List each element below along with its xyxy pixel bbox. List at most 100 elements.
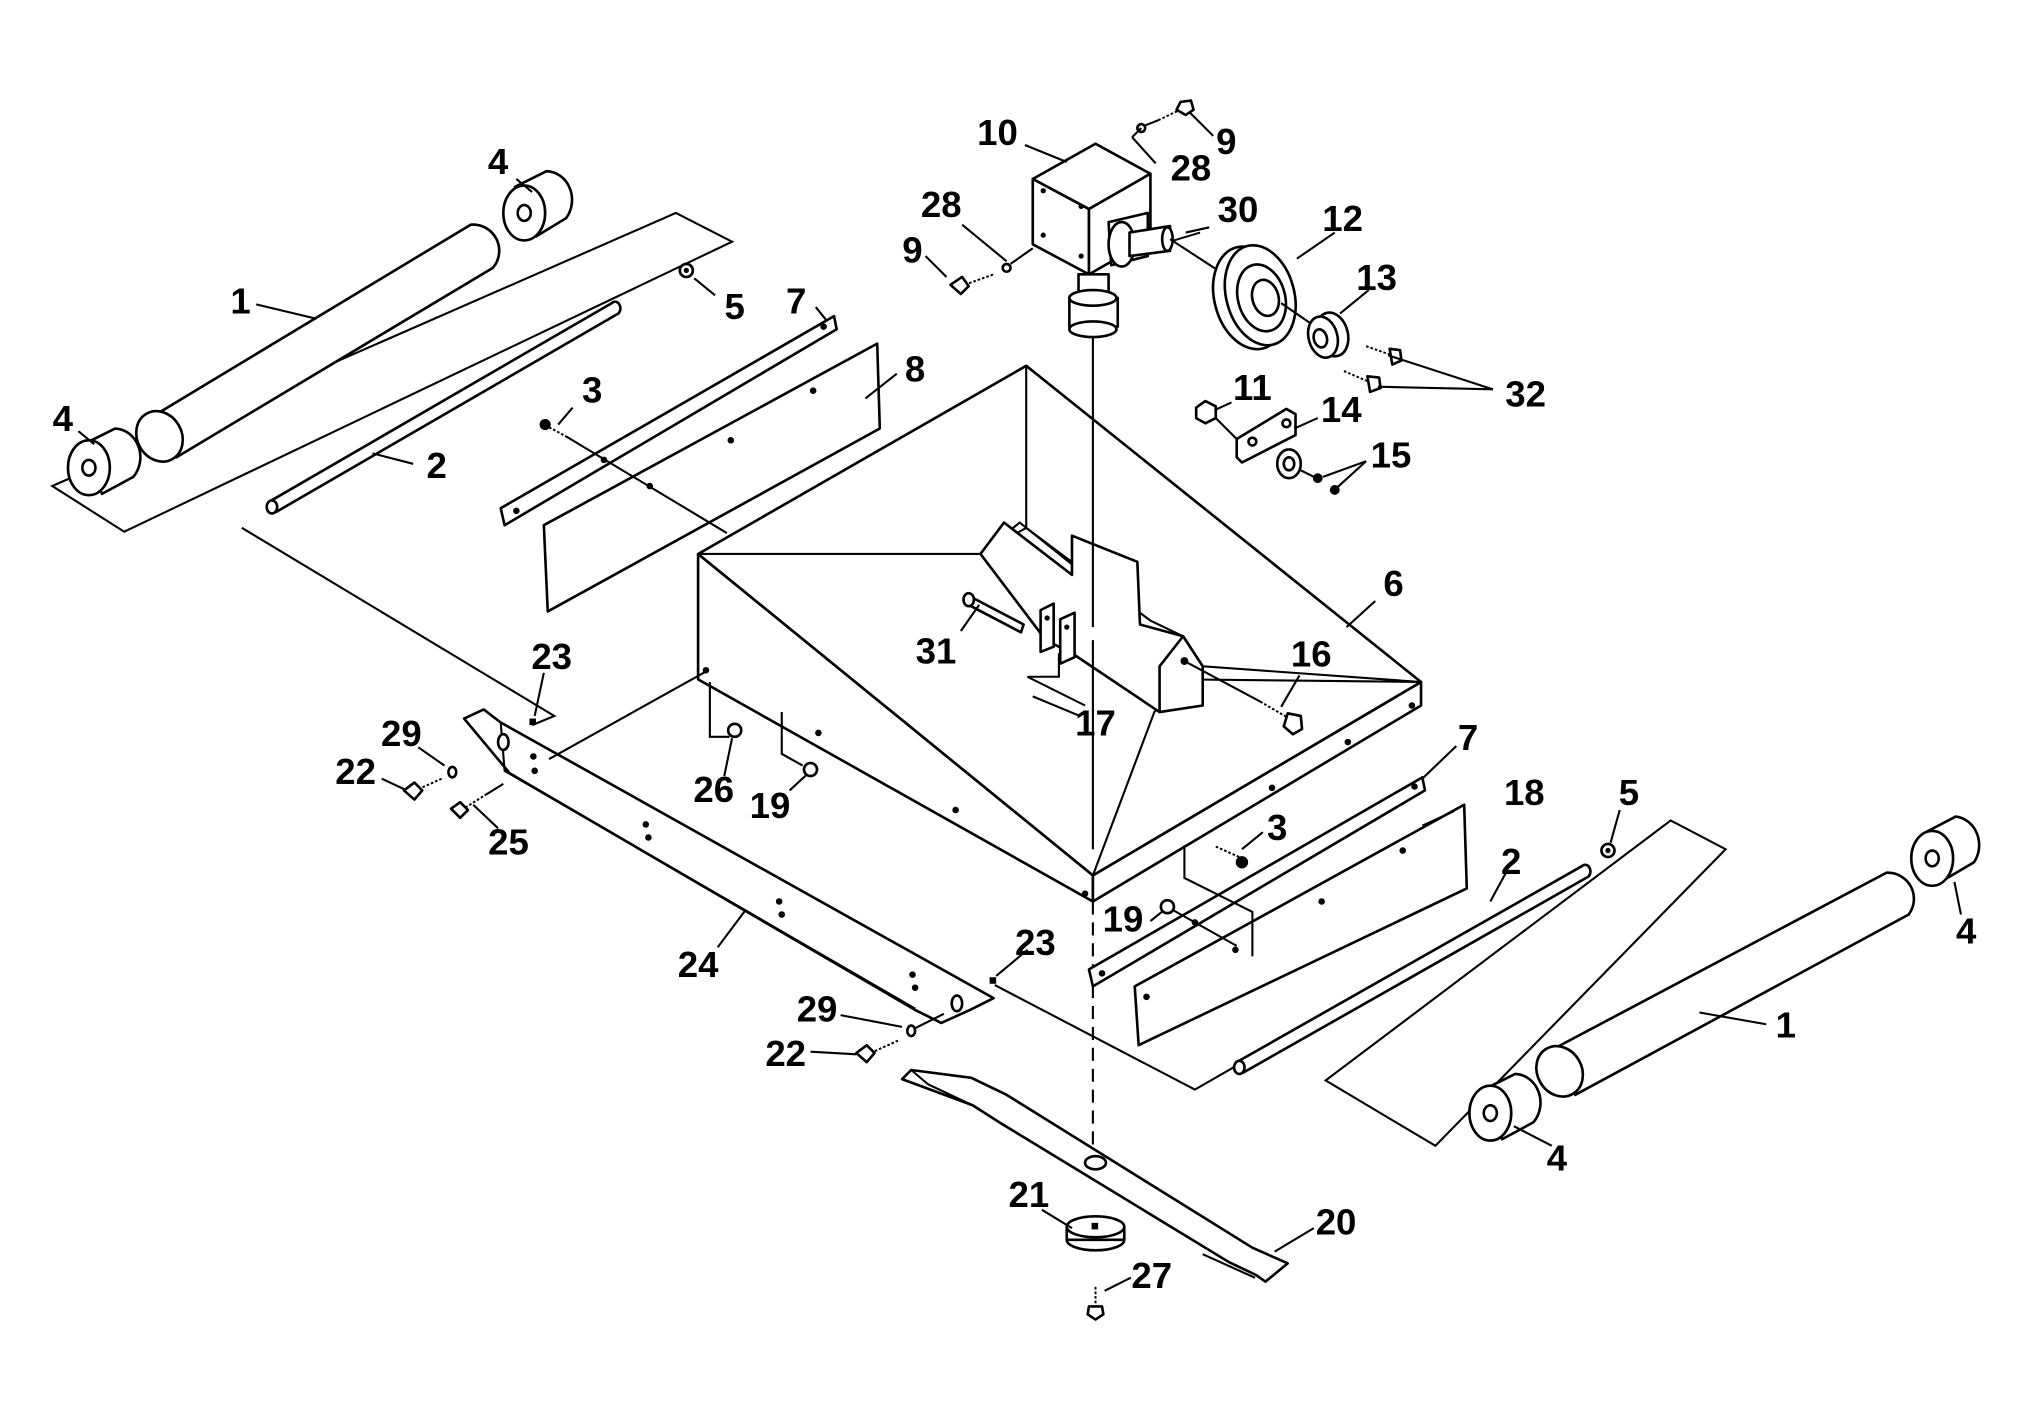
- skirt-carriage-bolt: [449, 782, 504, 820]
- left-plate-guide-line: [565, 435, 728, 534]
- right-roller-outline: [1323, 819, 1728, 1148]
- callout-23: 23: [531, 636, 572, 677]
- callout-4: 4: [488, 141, 509, 182]
- callout-5: 5: [1619, 772, 1639, 813]
- front-skirt: [462, 670, 995, 1025]
- left-wear-plate: [542, 342, 882, 613]
- left-roller-outline: [50, 211, 735, 533]
- callout-4: 4: [53, 398, 74, 439]
- idler-nut: [1194, 399, 1238, 440]
- callout-15: 15: [1371, 435, 1412, 476]
- callout-19: 19: [750, 785, 791, 826]
- shaft-key: [1173, 231, 1201, 242]
- blade-hub: [1065, 1215, 1126, 1252]
- callout-4: 4: [1956, 910, 1977, 951]
- callout-19: 19: [1103, 899, 1144, 940]
- callout-20: 20: [1316, 1202, 1357, 1243]
- deck-hinge-brackets: [1027, 602, 1086, 707]
- skirt-lower-bolt: [854, 1012, 945, 1064]
- right-roller-shaft: [1232, 863, 1592, 1076]
- callout-14: 14: [1321, 389, 1362, 430]
- callout-25: 25: [488, 821, 529, 862]
- drive-pulley: [1169, 238, 1324, 351]
- right-plate-bolt: [1215, 845, 1249, 869]
- right-skid-bar: [1087, 776, 1427, 988]
- callout-6: 6: [1383, 563, 1403, 604]
- idler-bracket: [1235, 407, 1297, 464]
- idler-washer: [1275, 448, 1303, 480]
- callout-10: 10: [977, 112, 1018, 153]
- gearbox-top-bolt: [1131, 99, 1195, 138]
- callout-1: 1: [230, 281, 250, 322]
- right-plate-nut: [1159, 898, 1238, 947]
- callout-30: 30: [1218, 189, 1259, 230]
- gearbox-output-shaft: [1107, 211, 1174, 268]
- gearbox-side-bolt: [949, 247, 1034, 296]
- right-roller-end-cap-lower: [1468, 1072, 1542, 1142]
- callout-1: 1: [1776, 1004, 1796, 1045]
- deck-nut-guides: [708, 681, 819, 778]
- right-roller-tube: [1535, 871, 1916, 1098]
- callout-22: 22: [765, 1033, 806, 1074]
- callout-2: 2: [426, 445, 446, 486]
- callout-8: 8: [905, 349, 925, 390]
- right-side-plates: [1087, 776, 1469, 1047]
- callout-28: 28: [1171, 147, 1212, 188]
- callout-26: 26: [693, 769, 734, 810]
- leader-lines: [77, 111, 1962, 1292]
- left-shaft-guide-line: [241, 526, 557, 727]
- callout-28: 28: [921, 184, 962, 225]
- callout-7: 7: [1458, 717, 1478, 758]
- left-roller-end-cap-upper: [502, 169, 574, 242]
- left-plate-bolt: [539, 419, 567, 438]
- idler-small-washers: [1300, 469, 1340, 495]
- blade-bolt: [1086, 1286, 1105, 1321]
- right-roller-assembly: [1232, 815, 1981, 1148]
- right-shaft-nut: [1600, 842, 1616, 859]
- left-roller-tube: [134, 223, 501, 463]
- callout-3: 3: [1267, 807, 1287, 848]
- callout-23: 23: [1015, 922, 1056, 963]
- skirt-upper-nut: [529, 718, 536, 726]
- callout-labels: 1 1 2 2 3 3 4 4 4 4 5 5 6 7 7 8 9 9 10 1…: [53, 112, 1977, 1296]
- callout-16: 16: [1291, 633, 1332, 674]
- gearbox: [1031, 142, 1174, 1150]
- callout-32: 32: [1505, 373, 1546, 414]
- gearbox-lower-shaft: [1068, 273, 1120, 339]
- callout-21: 21: [1008, 1174, 1049, 1215]
- callout-4: 4: [1547, 1138, 1568, 1179]
- right-roller-end-cap-upper: [1909, 815, 1981, 888]
- callout-3: 3: [582, 369, 602, 410]
- deck-mount-bolt: [1183, 660, 1304, 736]
- callout-13: 13: [1356, 257, 1397, 298]
- callout-5: 5: [725, 286, 745, 327]
- left-roller-shaft: [265, 300, 622, 515]
- right-plate-guide-line: [1183, 845, 1254, 957]
- bushing-bolts: [1343, 345, 1403, 394]
- callout-18: 18: [1504, 772, 1545, 813]
- skirt-upper-bolt: [402, 765, 458, 801]
- left-roller-assembly: [50, 169, 735, 727]
- callout-11: 11: [1233, 367, 1272, 408]
- callout-7: 7: [786, 281, 806, 322]
- hinge-guide-line: [1027, 653, 1086, 707]
- mower-blade: [900, 1068, 1289, 1283]
- callout-22: 22: [335, 751, 376, 792]
- callout-29: 29: [797, 989, 838, 1030]
- left-roller-end-cap-lower: [66, 427, 142, 497]
- deck-mount-bracket: [1158, 634, 1205, 714]
- right-wear-plate: [1133, 803, 1469, 1047]
- callout-9: 9: [1216, 121, 1236, 162]
- callout-27: 27: [1131, 1255, 1172, 1296]
- callout-9: 9: [902, 230, 922, 271]
- callout-24: 24: [678, 944, 719, 985]
- left-shaft-nut: [678, 262, 695, 279]
- pulley-bushing: [1306, 311, 1350, 359]
- hinge-pin: [962, 591, 1025, 634]
- callout-17: 17: [1075, 703, 1116, 744]
- callout-12: 12: [1322, 198, 1363, 239]
- callout-31: 31: [916, 631, 957, 672]
- callout-29: 29: [381, 713, 422, 754]
- left-side-plates: [499, 314, 882, 613]
